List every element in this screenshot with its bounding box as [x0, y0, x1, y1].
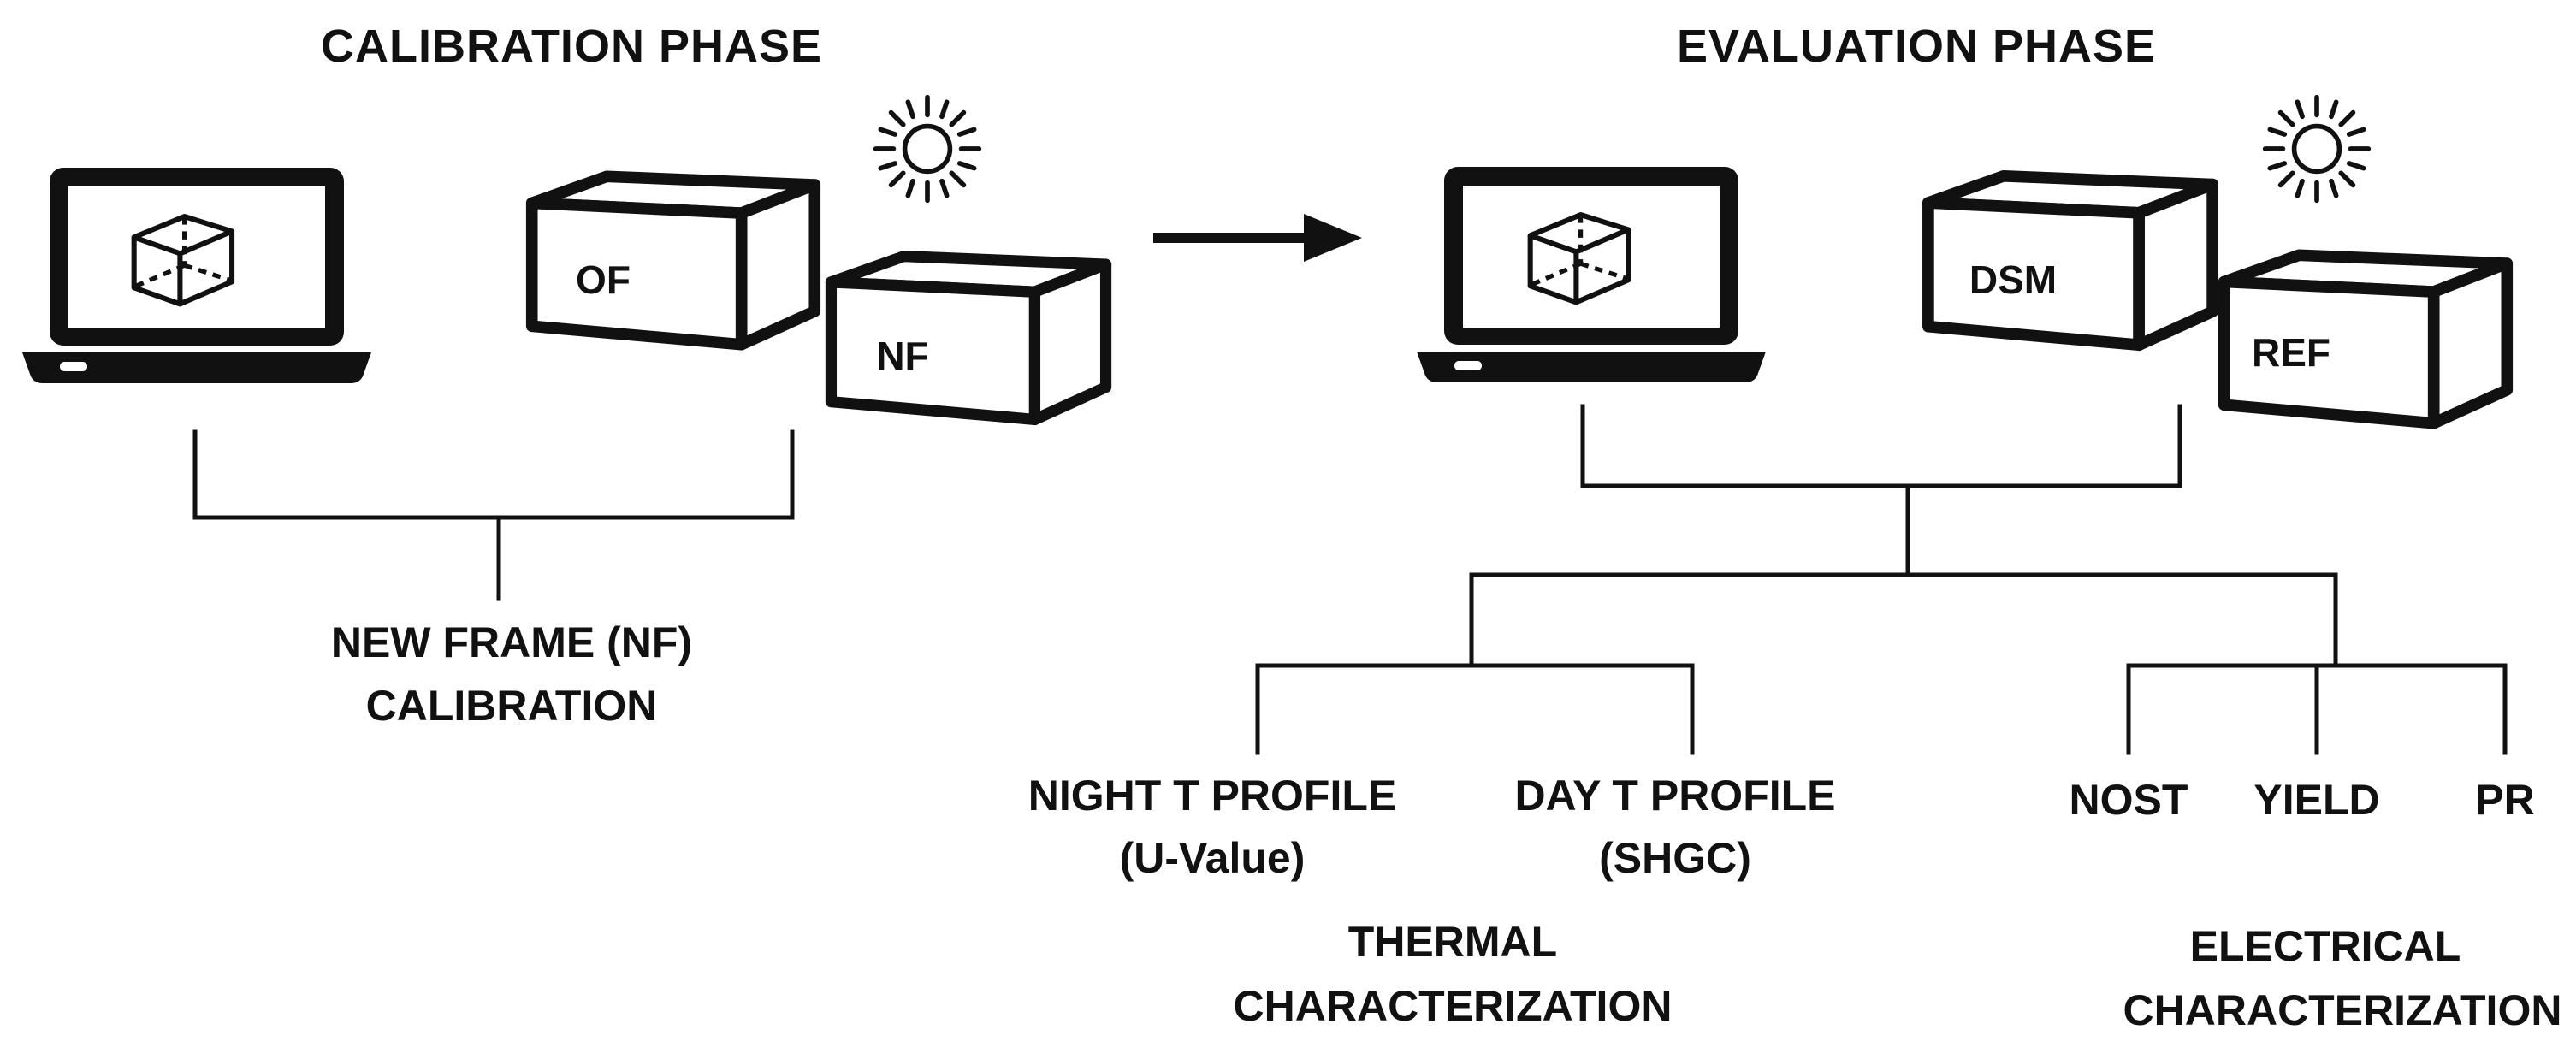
- calibration-result-line1: NEW FRAME (NF): [331, 618, 692, 666]
- sun-icon: [2265, 98, 2369, 201]
- thermal-group-line2: CHARACTERIZATION: [1234, 982, 1673, 1030]
- box-label-ref: REF: [2252, 330, 2330, 375]
- electrical-item-yield: YIELD: [2253, 776, 2379, 824]
- calibration-result-line2: CALIBRATION: [366, 682, 658, 730]
- laptop-icon: [1417, 167, 1766, 382]
- box-label-dsm: DSM: [1969, 257, 2057, 302]
- phase-arrow: [1153, 214, 1362, 262]
- box-icon: [532, 176, 815, 344]
- electrical-branch: [2126, 663, 2508, 755]
- u-value-label: (U-Value): [1120, 834, 1306, 882]
- calibration-connector: [192, 429, 795, 601]
- thermal-group-line1: THERMAL: [1348, 918, 1557, 966]
- sun-icon: [876, 98, 980, 201]
- evaluation-connector: [1469, 404, 2338, 666]
- box-label-of: OF: [576, 257, 631, 302]
- laptop-icon: [22, 168, 371, 383]
- box-label-nf: NF: [876, 334, 928, 378]
- night-t-profile-label: NIGHT T PROFILE: [1028, 772, 1397, 819]
- electrical-item-nost: NOST: [2070, 776, 2188, 824]
- calibration-phase-title: CALIBRATION PHASE: [321, 21, 822, 72]
- evaluation-phase-title: EVALUATION PHASE: [1677, 21, 2156, 72]
- electrical-group-line2: CHARACTERIZATION: [2123, 986, 2562, 1034]
- day-t-profile-label: DAY T PROFILE: [1514, 772, 1835, 819]
- electrical-item-pr: PR: [2475, 776, 2534, 824]
- electrical-group-line1: ELECTRICAL: [2190, 922, 2461, 970]
- box-icon: [831, 257, 1105, 420]
- thermal-branch: [1255, 663, 1695, 755]
- shgc-label: (SHGC): [1599, 834, 1751, 882]
